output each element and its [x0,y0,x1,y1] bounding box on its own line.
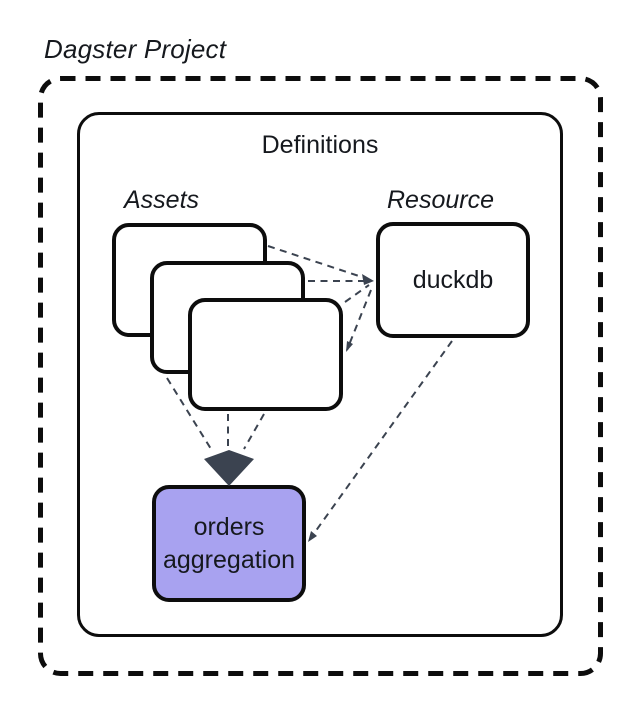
asset-box-front [188,298,343,411]
duckdb-resource-label: duckdb [412,265,494,294]
definitions-label: Definitions [261,131,379,159]
diagram-title: Dagster Project [44,34,227,64]
assets-group-label: Assets [124,186,200,214]
orders-aggregation-label: orders aggregation [162,512,296,574]
resource-group-label: Resource [387,186,494,214]
orders-aggregation-box: orders aggregation [152,485,306,602]
duckdb-resource-box: duckdb [376,222,530,338]
